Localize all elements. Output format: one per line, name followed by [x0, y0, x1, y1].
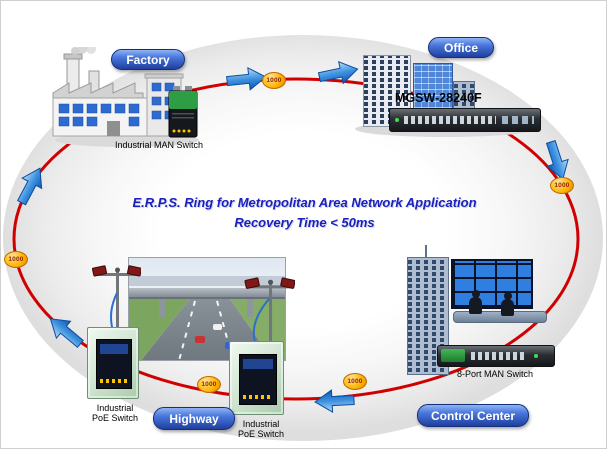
factory-tower-roof: [144, 73, 184, 79]
mgsw-rack-switch: [389, 108, 541, 132]
office-label-pill: Office: [428, 37, 494, 58]
switch-terminal: [173, 86, 180, 91]
cctv-camera-icon: [244, 277, 260, 289]
cctv-camera-icon: [280, 277, 295, 289]
label-line1: Industrial: [96, 403, 134, 413]
label-line2: PoE Switch: [91, 413, 139, 423]
switch-terminal: [185, 86, 192, 91]
control-center-site: 8-Port MAN Switch Control Center: [399, 245, 574, 432]
operator-silhouette: [501, 292, 514, 316]
speed-badge-bottom-right: 1000: [343, 373, 367, 390]
switch-led: [534, 354, 538, 358]
switch-green-panel: [441, 349, 465, 362]
speed-badge-top: 1000: [262, 72, 286, 89]
highway-photo: [128, 257, 286, 361]
camera-pole-right: [244, 277, 295, 361]
cctv-camera-icon: [91, 265, 107, 277]
operator-console: [453, 311, 547, 323]
poe-switch-right-label: Industrial PoE Switch: [231, 419, 291, 439]
overpass-pillar: [247, 299, 253, 317]
flow-arrow-left-lower: [49, 318, 84, 349]
car: [213, 324, 222, 330]
office-site: MGSW-28240F Office: [349, 35, 549, 140]
switch-ports: [243, 395, 273, 399]
pole-cap: [115, 267, 120, 273]
car: [195, 336, 205, 343]
switch-green-panel: [169, 91, 197, 109]
highway-label-pill: Highway: [153, 407, 235, 430]
ring-title-line2: Recovery Time < 50ms: [234, 215, 375, 230]
rack-uplink-ports: [502, 116, 534, 124]
factory-device-label: Industrial MAN Switch: [114, 140, 204, 150]
industrial-poe-switch-left: [96, 339, 132, 389]
camera-pole-left: [91, 265, 141, 347]
factory-door: [107, 121, 120, 136]
chimney-smoke: [71, 47, 96, 55]
switch-led: [395, 118, 399, 122]
pole: [269, 283, 273, 361]
overpass-pillar: [159, 299, 165, 317]
speed-badge-left: 1000: [4, 251, 28, 268]
office-device-label: MGSW-28240F: [395, 91, 482, 105]
ring-path: [12, 77, 580, 401]
label-line1: Industrial: [242, 419, 280, 429]
highway-site: Industrial PoE Switch Industrial PoE Swi…: [85, 255, 297, 447]
cctv-camera-icon: [127, 265, 141, 277]
eight-port-man-switch: [437, 345, 555, 367]
switch-vent: [172, 113, 194, 115]
poe-cabinet-left: [87, 327, 139, 399]
flow-arrow-top-right: [317, 61, 359, 85]
photo-skyline: [129, 276, 285, 286]
tower-antenna: [425, 245, 427, 257]
ring-title-line1: E.R.P.S. Ring for Metropolitan Area Netw…: [132, 195, 477, 210]
pole-arm: [249, 285, 291, 289]
switch-vent: [172, 117, 194, 119]
rack-port-row: [404, 116, 496, 124]
control-center-device-label: 8-Port MAN Switch: [456, 369, 534, 379]
operator-silhouette: [469, 290, 482, 314]
flow-arrow-bottom: [314, 389, 355, 413]
speed-badge-bottom-left: 1000: [197, 376, 221, 393]
cable-right: [252, 298, 270, 346]
switch-ports: [172, 129, 191, 133]
pole-arm: [97, 273, 137, 276]
industrial-poe-switch-right: [239, 354, 277, 405]
factory-illustration: [52, 47, 199, 147]
flow-arrow-top-left: [226, 66, 267, 91]
switch-front: [100, 344, 128, 354]
switch-front: [243, 359, 273, 369]
flow-arrow-left-upper: [16, 167, 43, 206]
rack-port-row: [471, 352, 527, 360]
flow-arrow-right: [545, 139, 569, 180]
pole-cap: [267, 279, 274, 285]
poe-cabinet-right: [229, 341, 284, 415]
label-line2: PoE Switch: [237, 429, 285, 439]
video-wall: [451, 259, 533, 309]
poe-switch-left-label: Industrial PoE Switch: [85, 403, 145, 423]
cable-left: [109, 292, 118, 332]
switch-ports: [100, 379, 128, 383]
control-center-label-pill: Control Center: [417, 404, 529, 427]
pole: [116, 271, 119, 347]
photo-overpass: [129, 288, 285, 299]
speed-badge-right: 1000: [550, 177, 574, 194]
factory-label-pill: Factory: [111, 49, 185, 70]
factory-sawtooth-roof: [52, 82, 144, 100]
industrial-man-switch-device: [168, 86, 198, 138]
factory-site: Factory Industrial MAN Switch: [49, 41, 229, 161]
